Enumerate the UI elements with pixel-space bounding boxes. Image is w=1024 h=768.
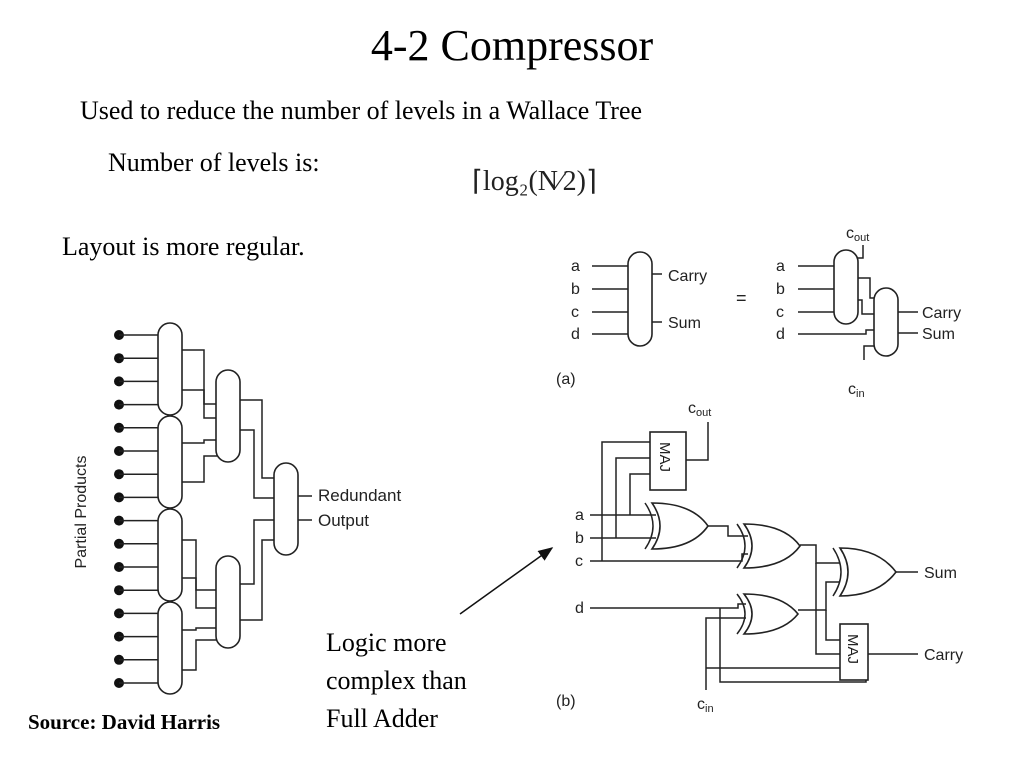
compressor-tree-diagram: Partial Products Redundant Output xyxy=(73,322,401,695)
full-adder-top xyxy=(833,249,859,325)
a-input-d: d xyxy=(571,326,580,343)
a-input-c: c xyxy=(571,304,579,321)
compressor-l1-4 xyxy=(157,601,183,695)
xor-gate-3 xyxy=(838,547,898,597)
a-right-sum-label: Sum xyxy=(922,326,955,343)
a-right-input-d: d xyxy=(776,326,785,343)
tree-wires xyxy=(119,334,312,684)
a-right-input-a: a xyxy=(776,258,785,275)
a-cin-label: cin xyxy=(848,381,865,400)
xor-gate-1 xyxy=(650,502,709,550)
b-sum-label: Sum xyxy=(924,565,957,582)
compressor-l3 xyxy=(273,462,299,556)
a-input-b: b xyxy=(571,281,580,298)
b-cout-label: cout xyxy=(688,400,711,419)
compressor-l2-1 xyxy=(215,369,241,463)
logic-note-line-2: complex than xyxy=(326,666,467,695)
caption-b: (b) xyxy=(556,693,576,710)
diagram-b: MAJ MAJ a b c d Sum Carry cout cin (b) xyxy=(556,400,963,715)
slide-title: 4-2 Compressor xyxy=(370,21,654,70)
a-input-a: a xyxy=(571,258,580,275)
a-right-carry-label: Carry xyxy=(922,305,961,322)
partial-products-label: Partial Products xyxy=(73,456,90,569)
caption-a: (a) xyxy=(556,371,576,388)
maj-gate-top xyxy=(649,431,687,491)
b-input-b: b xyxy=(575,530,584,547)
redundant-output-label-1: Redundant xyxy=(318,486,401,505)
compressor-a xyxy=(627,251,653,347)
maj-bottom-label: MAJ xyxy=(844,634,861,664)
a-cout-label: cout xyxy=(846,225,869,244)
pointer-arrow xyxy=(459,547,554,615)
a-right-input-b: b xyxy=(776,281,785,298)
b-carry-label: Carry xyxy=(924,647,963,664)
compressor-l1-1 xyxy=(157,322,183,416)
compressor-l1-2 xyxy=(157,415,183,509)
logic-note-line-3: Full Adder xyxy=(326,704,438,733)
levels-label: Number of levels is: xyxy=(108,148,320,177)
maj-top-label: MAJ xyxy=(656,442,673,472)
layout-note: Layout is more regular. xyxy=(62,232,305,261)
logic-note-line-1: Logic more xyxy=(326,628,447,657)
a-right-input-c: c xyxy=(776,304,784,321)
a-sum-label: Sum xyxy=(668,315,701,332)
source-credit: Source: David Harris xyxy=(28,710,221,734)
b-input-d: d xyxy=(575,600,584,617)
redundant-output-label-2: Output xyxy=(318,511,369,530)
maj-gate-bottom xyxy=(839,623,869,681)
logic-note: Logic more complex than Full Adder xyxy=(326,624,467,738)
slide-subtitle: Used to reduce the number of levels in a… xyxy=(80,96,643,125)
full-adder-bottom xyxy=(873,287,899,357)
a-carry-label: Carry xyxy=(668,268,707,285)
b-input-a: a xyxy=(575,507,584,524)
partial-product-dots xyxy=(114,330,124,688)
b-cin-label: cin xyxy=(697,696,714,715)
b-input-c: c xyxy=(575,553,583,570)
compressor-l2-2 xyxy=(215,555,241,649)
equals-sign: = xyxy=(736,288,747,308)
xor-gate-2 xyxy=(742,523,801,569)
levels-formula: ⌈log₂(N⁄2)⌉ xyxy=(472,166,597,197)
xor-gate-4 xyxy=(742,593,800,635)
diagram-a: a b c d Carry Sum = a b c d Carry Sum co… xyxy=(556,225,961,400)
compressor-l1-3 xyxy=(157,508,183,602)
